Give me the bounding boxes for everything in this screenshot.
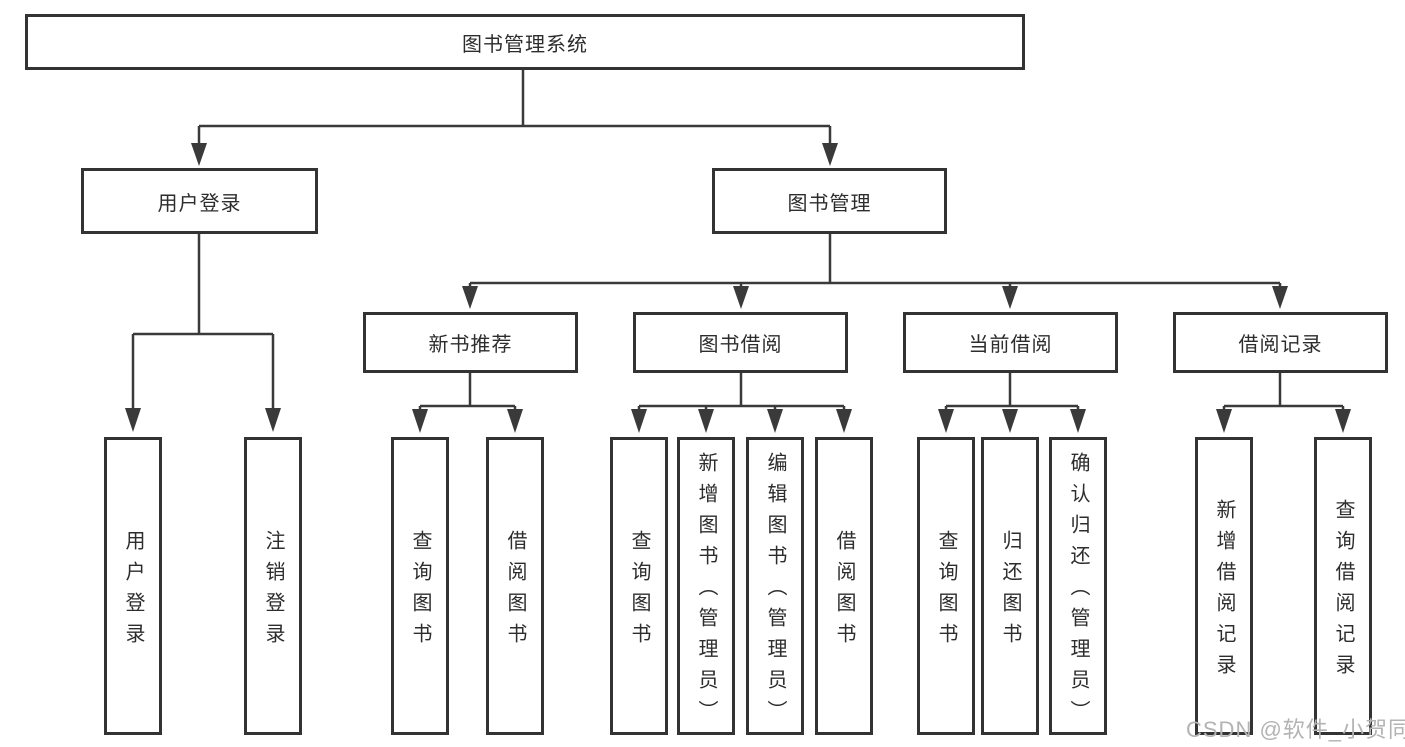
leaf-return-book: 归还图书 [981,437,1039,735]
node-root-label: 图书管理系统 [462,33,588,56]
leaf-query-books-rec-label: 查询图书 [409,529,431,654]
leaf-borrow-books: 借阅图书 [815,437,873,735]
leaf-logout: 注销登录 [244,437,302,735]
edge-new-book-rec-children [412,373,523,433]
edge-root-to-level2 [191,70,838,166]
watermark: CSDN @软件_小贺同学 [1186,717,1405,742]
node-book-borrow: 图书借阅 [633,312,848,373]
leaf-add-borrow-record-label: 新增借阅记录 [1213,498,1235,685]
leaf-query-books-rec: 查询图书 [391,437,449,735]
leaf-query-books-borrow: 查询图书 [610,437,668,735]
leaf-edit-book-admin-label: 编辑图书（管理员） [764,452,786,731]
leaf-logout-label: 注销登录 [262,529,284,654]
leaf-query-books-current: 查询图书 [917,437,975,735]
node-new-book-rec: 新书推荐 [363,312,578,373]
node-user-login: 用户登录 [81,168,318,234]
node-book-borrow-label: 图书借阅 [698,334,783,356]
leaf-query-books-current-label: 查询图书 [935,529,957,654]
leaf-return-book-label: 归还图书 [999,529,1021,654]
leaf-add-book-admin: 新增图书（管理员） [677,437,735,735]
leaf-borrow-books-rec: 借阅图书 [486,437,544,735]
edge-book-mgmt-children [462,234,1288,309]
node-user-login-label: 用户登录 [157,192,242,215]
node-current-borrow-label: 当前借阅 [968,334,1053,356]
edge-current-borrow-children [938,373,1086,433]
leaf-query-books-borrow-label: 查询图书 [628,529,650,654]
node-borrow-records: 借阅记录 [1173,312,1388,373]
leaf-borrow-books-label: 借阅图书 [833,529,855,654]
leaf-add-book-admin-label: 新增图书（管理员） [695,452,717,731]
edge-book-borrow-children [631,373,852,433]
leaf-add-borrow-record: 新增借阅记录 [1195,437,1253,735]
node-book-mgmt-label: 图书管理 [787,192,872,215]
node-book-mgmt: 图书管理 [712,168,947,234]
leaf-confirm-return-admin-label: 确认归还（管理员） [1067,452,1089,731]
node-borrow-records-label: 借阅记录 [1238,334,1323,356]
leaf-confirm-return-admin: 确认归还（管理员） [1049,437,1107,735]
leaf-user-login-label: 用户登录 [122,529,144,654]
edge-user-login-children [125,234,281,432]
leaf-query-borrow-record-label: 查询借阅记录 [1332,498,1354,685]
leaf-edit-book-admin: 编辑图书（管理员） [746,437,804,735]
node-root: 图书管理系统 [25,14,1025,70]
leaf-borrow-books-rec-label: 借阅图书 [504,529,526,654]
node-new-book-rec-label: 新书推荐 [428,334,513,356]
edge-borrow-records-children [1216,373,1351,433]
leaf-user-login: 用户登录 [104,437,162,735]
leaf-query-borrow-record: 查询借阅记录 [1314,437,1372,735]
node-current-borrow: 当前借阅 [903,312,1118,373]
